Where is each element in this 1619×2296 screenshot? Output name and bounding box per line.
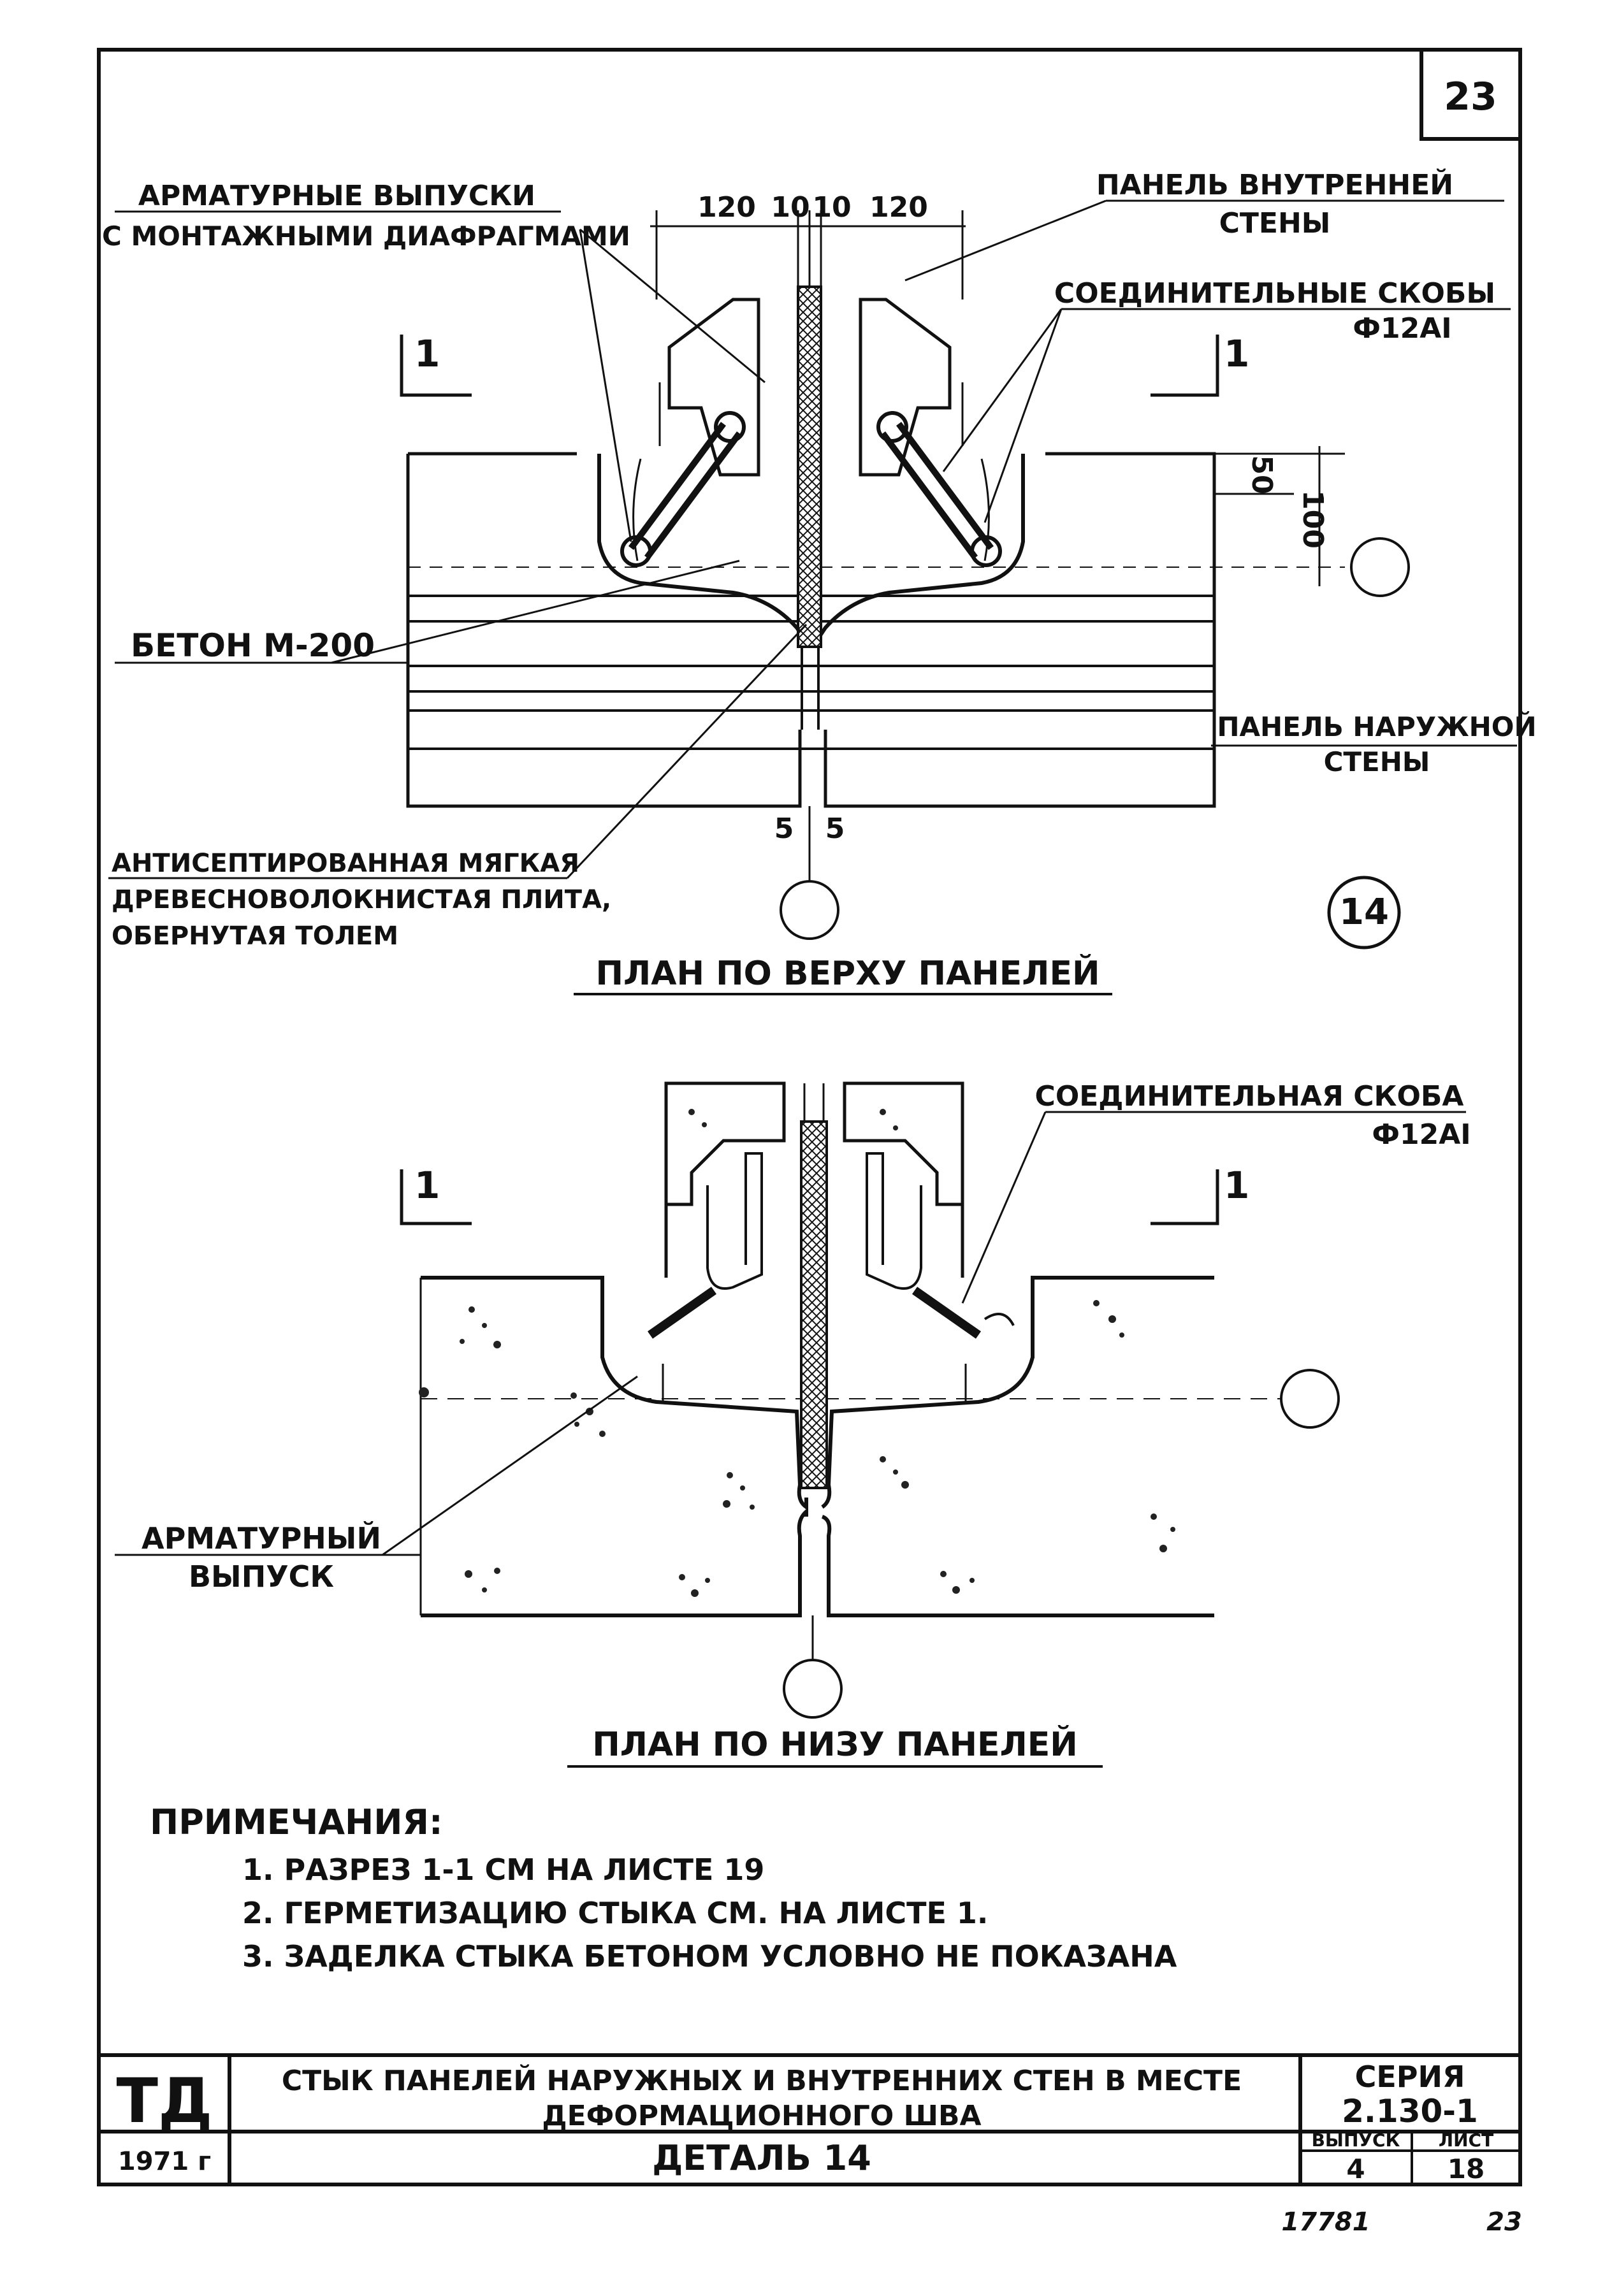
label-bracket-diameter: Ф12АI [1372, 1118, 1470, 1151]
dim-120-right: 120 [869, 191, 928, 224]
label-concrete: БЕТОН М-200 [131, 627, 375, 664]
dim-5-left: 5 [774, 812, 794, 845]
label-outer-panel-2: СТЕНЫ [1324, 746, 1430, 777]
year: 1971 г [118, 2147, 211, 2176]
drawing-title-2: ДЕФОРМАЦИОННОГО ШВА [542, 2100, 981, 2132]
top-plan-title: ПЛАН ПО ВЕРХУ ПАНЕЛЕЙ [596, 954, 1100, 993]
section-mark-right-bottom [1151, 1169, 1219, 1225]
sheet-frame [97, 48, 1522, 2186]
concrete-texture [419, 1109, 1175, 1597]
dim-100: 100 [1296, 490, 1329, 549]
org-mark: ТД [117, 2065, 213, 2137]
joint-pocket-top [597, 454, 1025, 639]
label-rebar-outlets-2: С МОНТАЖНЫМИ ДИАФРАГМАМИ [102, 220, 630, 252]
fiberboard-strip-bottom [800, 1120, 828, 1489]
note-item: 1. РАЗРЕЗ 1-1 СМ НА ЛИСТЕ 19 [242, 1852, 764, 1887]
archive-page: 23 [1486, 2207, 1522, 2237]
section-mark-number: 1 [414, 332, 440, 375]
axis-bubble-bottom-bottom [783, 1659, 843, 1719]
section-mark-left-top [400, 335, 472, 397]
bottom-plan: 1 1 СОЕДИНИТЕЛЬНАЯ СКОБА Ф12АI АРМАТУРНЫ… [115, 1080, 1471, 1768]
dimension-lines-right [1214, 446, 1345, 586]
label-inner-panel-2: СТЕНЫ [1219, 207, 1331, 240]
dim-10-right: 10 [812, 191, 851, 224]
label-brackets: СОЕДИНИТЕЛЬНЫЕ СКОБЫ [1054, 277, 1495, 310]
issue-value: 4 [1346, 2153, 1365, 2184]
label-inner-panel: ПАНЕЛЬ ВНУТРЕННЕЙ [1096, 168, 1453, 201]
dim-5-right: 5 [825, 812, 845, 845]
label-fiberboard-3: ОБЕРНУТАЯ ТОЛЕМ [112, 921, 398, 951]
series-value: 2.130-1 [1342, 2093, 1478, 2130]
sheet-value: 18 [1448, 2153, 1485, 2184]
axis-bubble-right-top [1350, 537, 1410, 597]
dim-50: 50 [1245, 455, 1278, 494]
connecting-brackets-top [620, 411, 1002, 567]
label-outer-panel: ПАНЕЛЬ НАРУЖНОЙ [1217, 711, 1536, 742]
archive-number: 17781 [1281, 2207, 1370, 2237]
series-label: СЕРИЯ [1355, 2060, 1465, 2094]
leader-lines-top [108, 199, 1517, 879]
sheet-label: ЛИСТ [1439, 2130, 1493, 2151]
dim-120-left: 120 [697, 191, 756, 224]
connecting-brackets-bottom [647, 1287, 1015, 1339]
inner-wall-panel-top [658, 298, 964, 477]
note-item: 3. ЗАДЕЛКА СТЫКА БЕТОНОМ УСЛОВНО НЕ ПОКА… [242, 1939, 1177, 1974]
label-brackets-diameter: Ф12АI [1353, 312, 1451, 345]
inner-wall-panel-bottom [662, 1081, 967, 1402]
section-mark-number: 1 [414, 1164, 440, 1207]
leader-lines-bottom [115, 1111, 1466, 1556]
drawing-title-1: СТЫК ПАНЕЛЕЙ НАРУЖНЫХ И ВНУТРЕННИХ СТЕН … [282, 2063, 1242, 2097]
bottom-plan-title: ПЛАН ПО НИЗУ ПАНЕЛЕЙ [592, 1725, 1078, 1764]
axis-bubble-right-bottom [1280, 1369, 1340, 1429]
detail-marker-number: 14 [1339, 892, 1389, 933]
label-bracket: СОЕДИНИТЕЛЬНАЯ СКОБА [1035, 1080, 1464, 1113]
notes-section: ПРИМЕЧАНИЯ: 1. РАЗРЕЗ 1-1 СМ НА ЛИСТЕ 19… [150, 1802, 1177, 1974]
section-mark-number: 1 [1224, 332, 1249, 375]
section-mark-number: 1 [1224, 1164, 1249, 1207]
dim-10-left: 10 [771, 191, 810, 224]
outer-wall-panel-top [406, 452, 1345, 808]
page-number: 23 [1444, 75, 1497, 119]
dimension-lines-top [650, 210, 966, 300]
label-rebar-outlets: АРМАТУРНЫЕ ВЫПУСКИ [138, 180, 535, 212]
label-fiberboard-2: ДРЕВЕСНОВОЛОКНИСТАЯ ПЛИТА, [112, 885, 611, 914]
drawing-subtitle: ДЕТАЛЬ 14 [652, 2138, 871, 2178]
label-fiberboard: АНТИСЕПТИРОВАННАЯ МЯГКАЯ [112, 849, 579, 878]
top-plan: 1 1 120 10 10 120 50 100 5 5 [102, 168, 1537, 995]
notes-heading: ПРИМЕЧАНИЯ: [150, 1802, 443, 1842]
outer-wall-panel-bottom [421, 1276, 808, 1617]
label-rebar-outlet-2: ВЫПУСК [189, 1559, 334, 1594]
fiberboard-strip-top [797, 285, 822, 648]
label-rebar-outlet: АРМАТУРНЫЙ [142, 1521, 381, 1556]
detail-marker-circle [1327, 876, 1401, 949]
issue-label: ВЫПУСК [1312, 2130, 1400, 2151]
section-mark-right-top [1151, 335, 1219, 397]
note-item: 2. ГЕРМЕТИЗАЦИЮ СТЫКА СМ. НА ЛИСТЕ 1. [242, 1896, 988, 1930]
section-mark-left-bottom [400, 1169, 472, 1225]
title-block [99, 2053, 1520, 2184]
axis-bubble-bottom-top [780, 880, 839, 940]
